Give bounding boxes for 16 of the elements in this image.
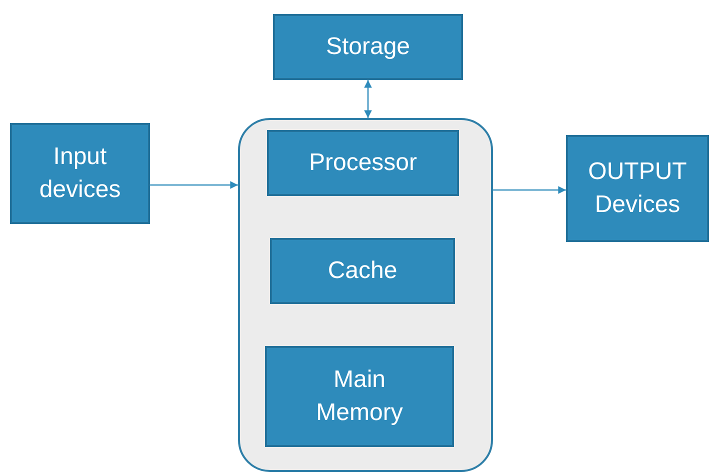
process-box — [265, 346, 454, 447]
box-label: Processor — [308, 148, 418, 178]
box-label: Storage — [326, 32, 410, 62]
box-label: Main Memory — [315, 365, 404, 428]
box-label: OUTPUT Devices — [587, 157, 688, 220]
process-box — [270, 238, 455, 304]
arrow — [150, 181, 238, 189]
box-label: Cache — [328, 256, 398, 286]
box-label: Input devices — [38, 142, 122, 204]
process-box — [267, 130, 459, 196]
arrow — [493, 186, 566, 194]
process-box — [10, 123, 150, 224]
process-box — [273, 14, 463, 80]
container-box — [238, 118, 493, 472]
arrow — [364, 80, 372, 118]
process-box — [566, 135, 709, 242]
